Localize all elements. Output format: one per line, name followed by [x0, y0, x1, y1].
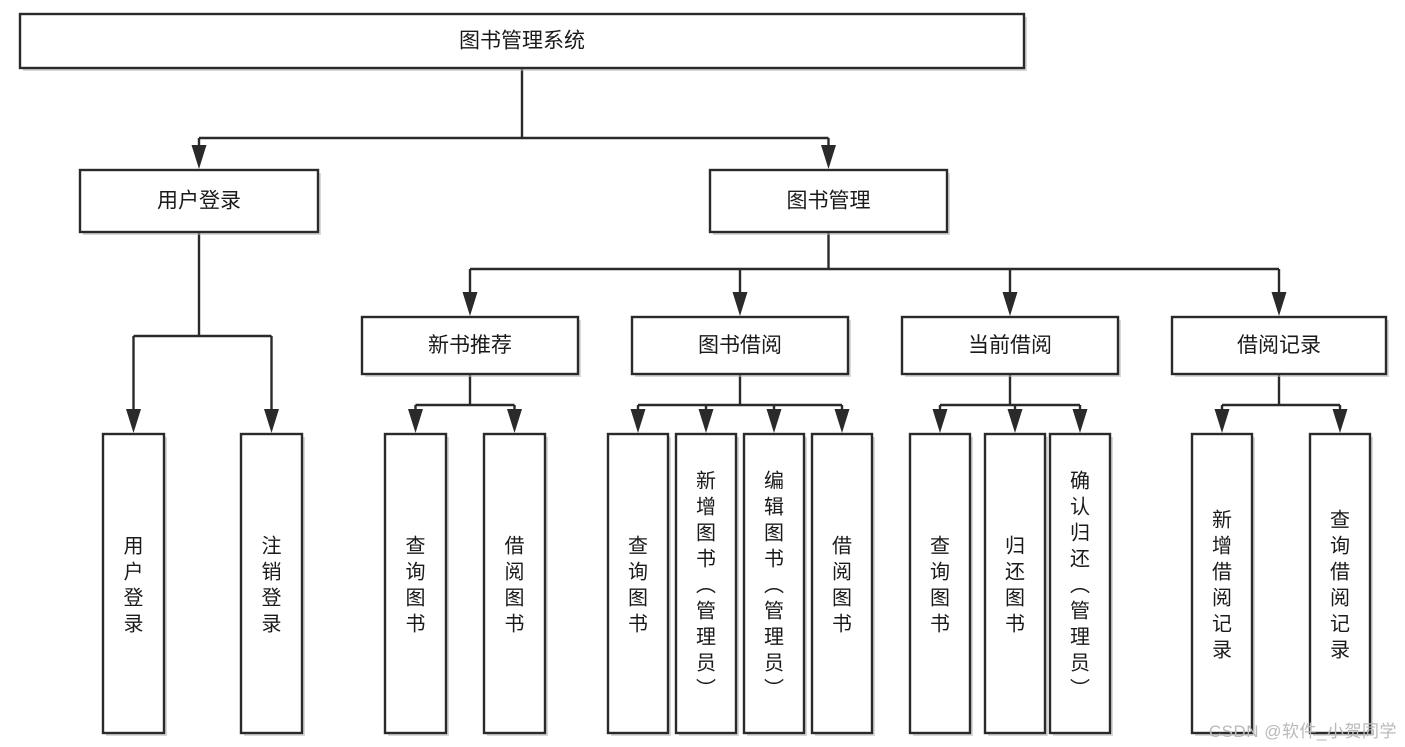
- node-user-login[interactable]: 用户登录: [78, 168, 321, 235]
- node-cb-query-book[interactable]: 查询图书: [908, 432, 973, 736]
- node-root[interactable]: 图书管理系统: [18, 12, 1027, 71]
- node-label: 借阅记录: [1237, 334, 1321, 357]
- node-cb-return-book[interactable]: 归还图书: [983, 432, 1048, 736]
- node-label: 新增借阅记录: [1212, 508, 1232, 661]
- arrow-head-icon: [408, 409, 423, 433]
- node-new-book-recommend[interactable]: 新书推荐: [360, 315, 581, 377]
- node-label: 注销登录: [262, 534, 282, 635]
- node-label: 用户登录: [124, 535, 144, 635]
- node-bb-add-book[interactable]: 新增图书︵管理员︶: [674, 432, 739, 736]
- node-bb-edit-book[interactable]: 编辑图书︵管理员︶: [742, 432, 807, 736]
- node-label: 用户登录: [157, 190, 241, 213]
- node-current-borrow[interactable]: 当前借阅: [900, 315, 1121, 377]
- node-br-query-record[interactable]: 查询借阅记录: [1308, 432, 1373, 736]
- arrow-head-icon: [1072, 409, 1088, 433]
- connectors-layer: [126, 68, 1348, 433]
- arrow-head-icon: [1332, 409, 1348, 433]
- node-label: 归还图书: [1005, 534, 1025, 635]
- arrow-head-icon: [732, 292, 748, 316]
- arrow-head-icon: [264, 409, 279, 433]
- node-label: 新书推荐: [428, 334, 512, 357]
- arrow-head-icon: [1007, 409, 1023, 433]
- node-br-add-record[interactable]: 新增借阅记录: [1190, 432, 1255, 736]
- node-label: 查询借阅记录: [1330, 508, 1350, 661]
- node-nbr-query-book[interactable]: 查询图书: [383, 432, 449, 736]
- node-book-manage[interactable]: 图书管理: [708, 168, 950, 235]
- arrow-head-icon: [1214, 409, 1230, 433]
- node-label: 编辑图书︵管理员︶: [764, 469, 784, 700]
- node-bb-borrow-book[interactable]: 借阅图书: [810, 432, 875, 736]
- node-nbr-borrow-book[interactable]: 借阅图书: [482, 432, 548, 736]
- arrow-head-icon: [766, 409, 782, 433]
- node-label: 查询图书: [930, 534, 950, 635]
- arrow-head-icon: [1002, 292, 1018, 316]
- node-borrow-record[interactable]: 借阅记录: [1170, 315, 1389, 377]
- arrow-head-icon: [821, 145, 836, 169]
- nodes-layer: 图书管理系统用户登录用户登录注销登录图书管理新书推荐查询图书借阅图书图书借阅查询…: [18, 12, 1389, 736]
- node-label: 确认归还︵管理员︶: [1070, 469, 1090, 700]
- node-label: 图书管理: [787, 190, 871, 213]
- node-label: 借阅图书: [505, 534, 525, 635]
- arrow-head-icon: [462, 292, 478, 316]
- arrow-head-icon: [834, 409, 850, 433]
- node-book-borrow[interactable]: 图书借阅: [630, 315, 851, 377]
- node-user-login-do[interactable]: 用户登录: [101, 432, 167, 736]
- node-label: 新增图书︵管理员︶: [696, 469, 716, 700]
- node-bb-query-book[interactable]: 查询图书: [606, 432, 671, 736]
- node-label: 当前借阅: [968, 334, 1052, 357]
- arrow-head-icon: [507, 409, 522, 433]
- node-label: 借阅图书: [832, 534, 852, 635]
- arrow-head-icon: [630, 409, 646, 433]
- node-label: 图书借阅: [698, 334, 782, 357]
- arrow-head-icon: [1271, 292, 1287, 316]
- node-label: 图书管理系统: [459, 30, 585, 53]
- node-user-logout[interactable]: 注销登录: [239, 432, 305, 736]
- node-cb-confirm-return[interactable]: 确认归还︵管理员︶: [1048, 432, 1113, 736]
- arrow-head-icon: [126, 409, 141, 433]
- arrow-head-icon: [932, 409, 948, 433]
- node-label: 查询图书: [628, 534, 648, 635]
- arrow-head-icon: [698, 409, 714, 433]
- node-label: 查询图书: [406, 534, 426, 635]
- arrow-head-icon: [191, 145, 207, 169]
